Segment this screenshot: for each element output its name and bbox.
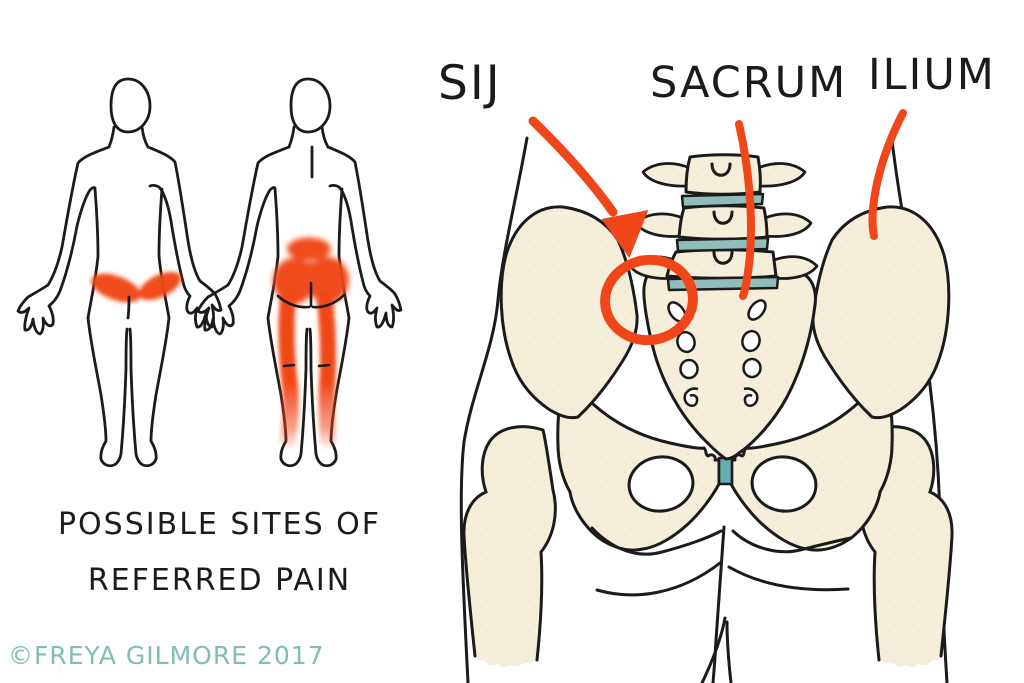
iliac-wings bbox=[499, 205, 951, 420]
right-obturator-foramen bbox=[750, 455, 818, 513]
artist-credit: ©FREYA GILMORE 2017 bbox=[8, 641, 325, 670]
front-pain-groin-blobs bbox=[91, 271, 182, 303]
front-view-figure bbox=[16, 77, 223, 468]
intervertebral-discs bbox=[666, 192, 780, 292]
sij-label: SIJ bbox=[438, 56, 502, 111]
caption-line-2: REFERRED PAIN bbox=[87, 563, 352, 598]
pubic-ischial-bones bbox=[556, 370, 894, 552]
sacrum-pointer-line bbox=[735, 120, 755, 300]
pubic-symphysis bbox=[717, 456, 734, 486]
sij-arrow-shaft bbox=[528, 116, 618, 217]
red-annotations bbox=[528, 109, 907, 346]
sij-circle bbox=[600, 254, 698, 346]
ilium-pointer-line bbox=[868, 109, 907, 240]
back-pain-areas bbox=[273, 237, 349, 448]
caption: POSSIBLE SITES OF REFERRED PAIN bbox=[12, 497, 427, 609]
transverse-processes bbox=[628, 162, 819, 280]
pelvis-diagram bbox=[459, 109, 954, 683]
sacrum-bone bbox=[642, 263, 817, 461]
sij-arrowhead bbox=[601, 210, 649, 259]
lumbar-spine bbox=[628, 153, 819, 292]
left-obturator-foramen bbox=[627, 455, 695, 513]
spinous-process-glyphs bbox=[710, 162, 734, 265]
gluteal-crease-lines bbox=[590, 525, 853, 683]
sacrum-label: SACRUM bbox=[650, 58, 848, 108]
left-femur-bone bbox=[462, 425, 557, 668]
back-view-figure bbox=[196, 77, 403, 468]
right-ilium-bone bbox=[811, 205, 951, 420]
caption-line-1: POSSIBLE SITES OF bbox=[57, 507, 382, 542]
front-midline-tick bbox=[126, 295, 131, 320]
sacral-foramina bbox=[667, 299, 767, 407]
buttock-crease-lines bbox=[276, 281, 346, 368]
ilium-label: ILIUM bbox=[868, 50, 996, 100]
